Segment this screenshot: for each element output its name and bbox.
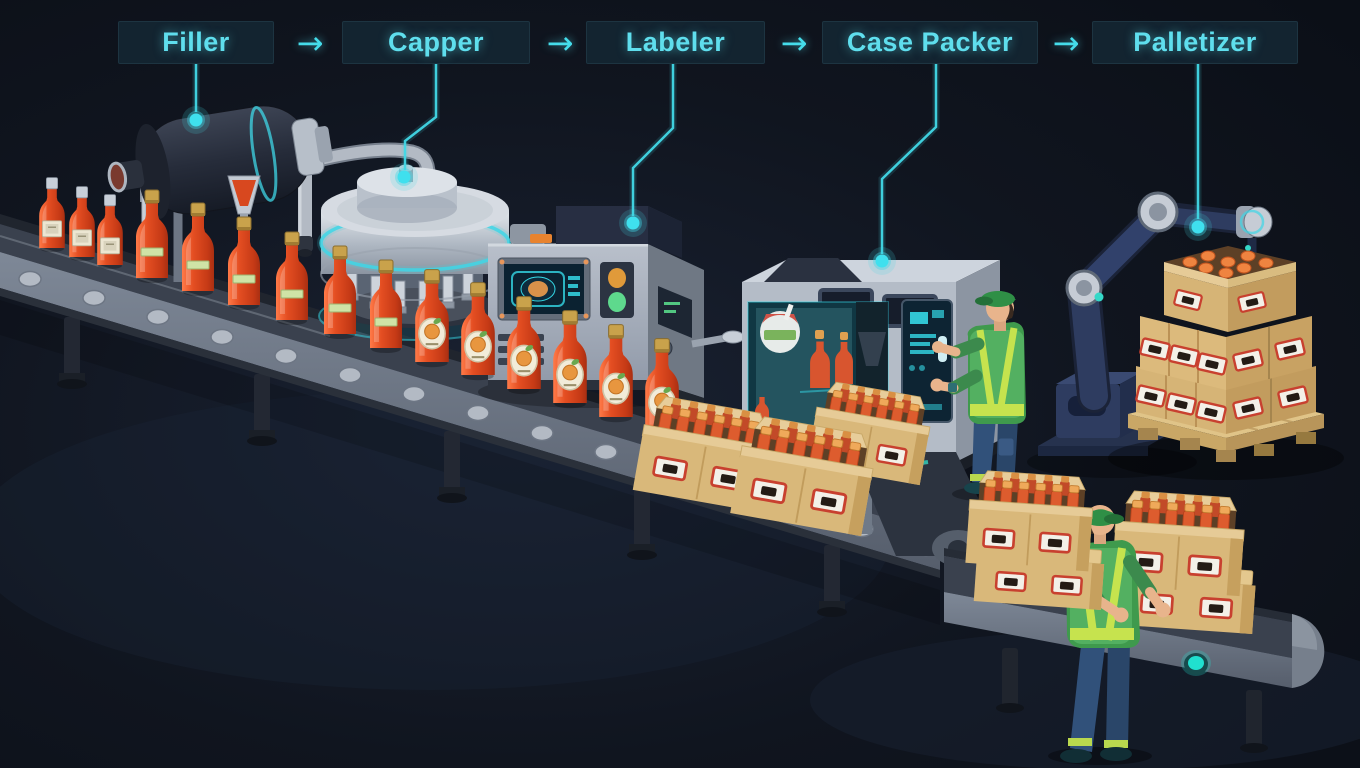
worker-arms bbox=[930, 337, 985, 395]
label-applicator-arm bbox=[721, 330, 745, 344]
callout-line-labeler bbox=[631, 64, 675, 216]
robot-lower-arm bbox=[1070, 278, 1108, 410]
guide-rail bbox=[0, 235, 331, 337]
labeler-indicator-lights bbox=[600, 262, 634, 318]
case-stack-a bbox=[965, 470, 1105, 610]
worker-leg bbox=[1070, 636, 1106, 752]
stage-label-filler: Filler bbox=[118, 21, 274, 64]
cargo-pocket bbox=[997, 437, 1015, 457]
pallet-boxes-middle bbox=[1138, 316, 1312, 390]
callouts bbox=[182, 64, 1212, 275]
capper-machine bbox=[317, 164, 564, 341]
filler-tank bbox=[107, 105, 333, 219]
pallet-load bbox=[1108, 246, 1344, 480]
robot-wrist bbox=[1243, 206, 1273, 238]
callout-line-case-packer bbox=[880, 64, 938, 254]
stage-label-labeler: Labeler bbox=[586, 21, 765, 64]
worker-leg bbox=[972, 418, 996, 482]
callout-dot-capper bbox=[397, 170, 411, 184]
case-packer-hologram-jar bbox=[760, 303, 800, 353]
stage-label-case-packer: Case Packer bbox=[822, 21, 1038, 64]
callout-dot-labeler bbox=[626, 216, 640, 230]
callout-dot-case-packer bbox=[875, 254, 889, 268]
flow-arrow-icon: → bbox=[1052, 24, 1080, 62]
callout-dot-palletizer bbox=[1191, 220, 1205, 234]
stage-label-capper: Capper bbox=[342, 21, 530, 64]
worker-leg bbox=[1106, 640, 1130, 748]
conveyor-legs bbox=[57, 317, 847, 617]
palletizer-robot bbox=[1027, 191, 1273, 478]
callout-dot-filler bbox=[189, 113, 203, 127]
labeler-orange-accent bbox=[530, 234, 552, 243]
flow-arrow-icon: → bbox=[546, 24, 574, 62]
flow-arrow-icon: → bbox=[780, 24, 808, 62]
conveyor-indicator-light bbox=[1188, 656, 1204, 670]
case-packer-top-unit bbox=[764, 258, 862, 282]
filler-machine bbox=[107, 105, 436, 282]
flow-arrow-icon: → bbox=[296, 24, 324, 62]
callout-line-capper bbox=[403, 64, 438, 170]
pallet-box-top-open bbox=[1164, 246, 1296, 332]
stage-label-palletizer: Palletizer bbox=[1092, 21, 1298, 64]
conveyor-bottom-lip bbox=[0, 288, 940, 578]
